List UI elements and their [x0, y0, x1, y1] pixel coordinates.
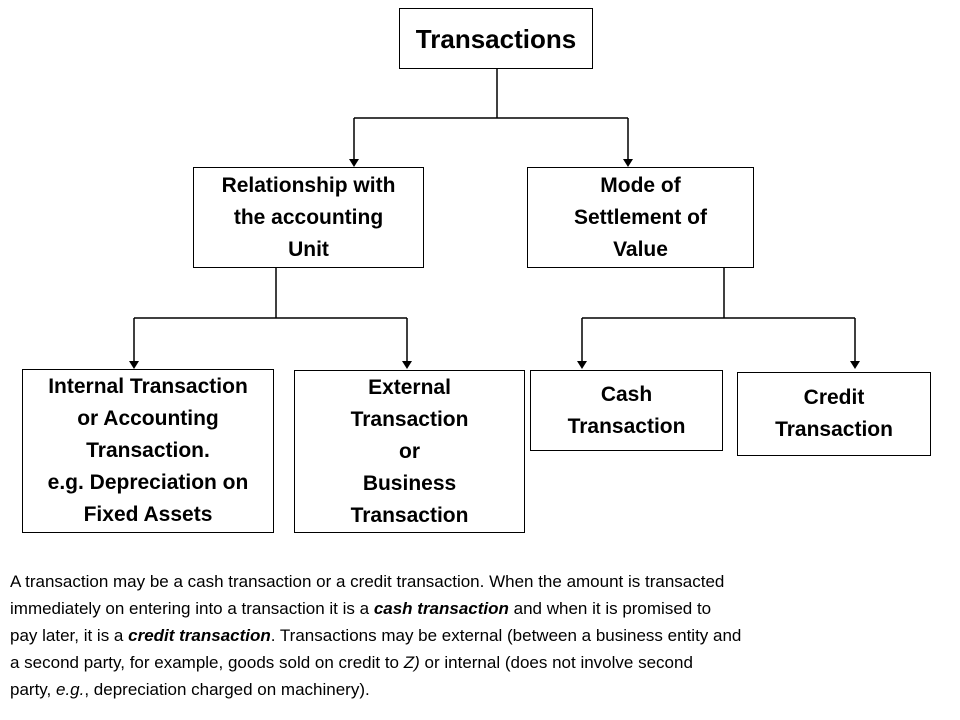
arrowhead-internal	[129, 361, 139, 369]
paragraph-text: . Transactions may be external (between …	[270, 626, 742, 645]
mode-line-3: Value	[613, 237, 668, 261]
paragraph-text: or internal (does not involve second	[419, 653, 693, 672]
z-emphasis: Z)	[403, 653, 420, 672]
paragraph-line-1: A transaction may be a cash transaction …	[10, 568, 955, 595]
relationship-box: Relationship with the accounting Unit	[193, 167, 424, 268]
external-line-3: or	[399, 439, 420, 463]
internal-line-4: e.g. Depreciation on	[47, 471, 249, 494]
paragraph-text: immediately on entering into a transacti…	[10, 599, 374, 618]
mode-line-1: Mode of	[600, 173, 681, 197]
external-line-2: Transaction	[350, 407, 469, 431]
credit-transaction-emphasis: credit transaction	[128, 626, 271, 645]
paragraph-text: , depreciation charged on machinery).	[84, 680, 370, 699]
credit-line-1: Credit	[803, 386, 865, 409]
paragraph-line-2: immediately on entering into a transacti…	[10, 595, 955, 622]
relationship-line-2: the accounting	[233, 205, 384, 229]
root-label: Transactions	[415, 23, 577, 54]
explanation-paragraph: A transaction may be a cash transaction …	[10, 568, 955, 703]
relationship-line-3: Unit	[288, 237, 329, 261]
paragraph-text: party,	[10, 680, 56, 699]
eg-emphasis: e.g.	[55, 680, 85, 699]
external-line-4: Business	[362, 471, 457, 495]
mode-of-settlement-box: Mode of Settlement of Value	[527, 167, 754, 268]
internal-line-3: Transaction.	[86, 439, 210, 462]
paragraph-line-3: pay later, it is a credit transaction. T…	[10, 622, 955, 649]
paragraph-text: pay later, it is a	[10, 626, 129, 645]
credit-transaction-box: Credit Transaction	[737, 372, 931, 456]
relationship-line-1: Relationship with	[221, 173, 396, 197]
paragraph-text: a second party, for example, goods sold …	[10, 653, 404, 672]
arrowhead-external	[402, 361, 412, 369]
paragraph-text: and when it is promised to	[508, 599, 712, 618]
internal-transaction-box: Internal Transaction or Accounting Trans…	[22, 369, 274, 533]
arrowhead-cash	[577, 361, 587, 369]
cash-line-1: Cash	[600, 382, 653, 406]
internal-line-2: or Accounting	[77, 407, 219, 430]
arrowhead-relationship	[349, 159, 359, 167]
paragraph-line-4: a second party, for example, goods sold …	[10, 649, 955, 676]
credit-line-2: Transaction	[775, 418, 893, 441]
paragraph-line-5: party, e.g., depreciation charged on mac…	[10, 676, 955, 703]
arrowhead-mode	[623, 159, 633, 167]
paragraph-text: A transaction may be a cash transaction …	[10, 572, 725, 591]
external-line-5: Transaction	[350, 503, 469, 527]
transactions-root-box: Transactions	[399, 8, 593, 69]
internal-line-5: Fixed Assets	[83, 503, 213, 526]
cash-transaction-emphasis: cash transaction	[373, 599, 509, 618]
external-transaction-box: External Transaction or Business Transac…	[294, 370, 525, 533]
cash-transaction-box: Cash Transaction	[530, 370, 723, 451]
cash-line-2: Transaction	[567, 414, 686, 438]
mode-line-2: Settlement of	[573, 205, 707, 229]
internal-line-1: Internal Transaction	[48, 375, 248, 398]
arrowhead-credit	[850, 361, 860, 369]
external-line-1: External	[368, 375, 451, 399]
